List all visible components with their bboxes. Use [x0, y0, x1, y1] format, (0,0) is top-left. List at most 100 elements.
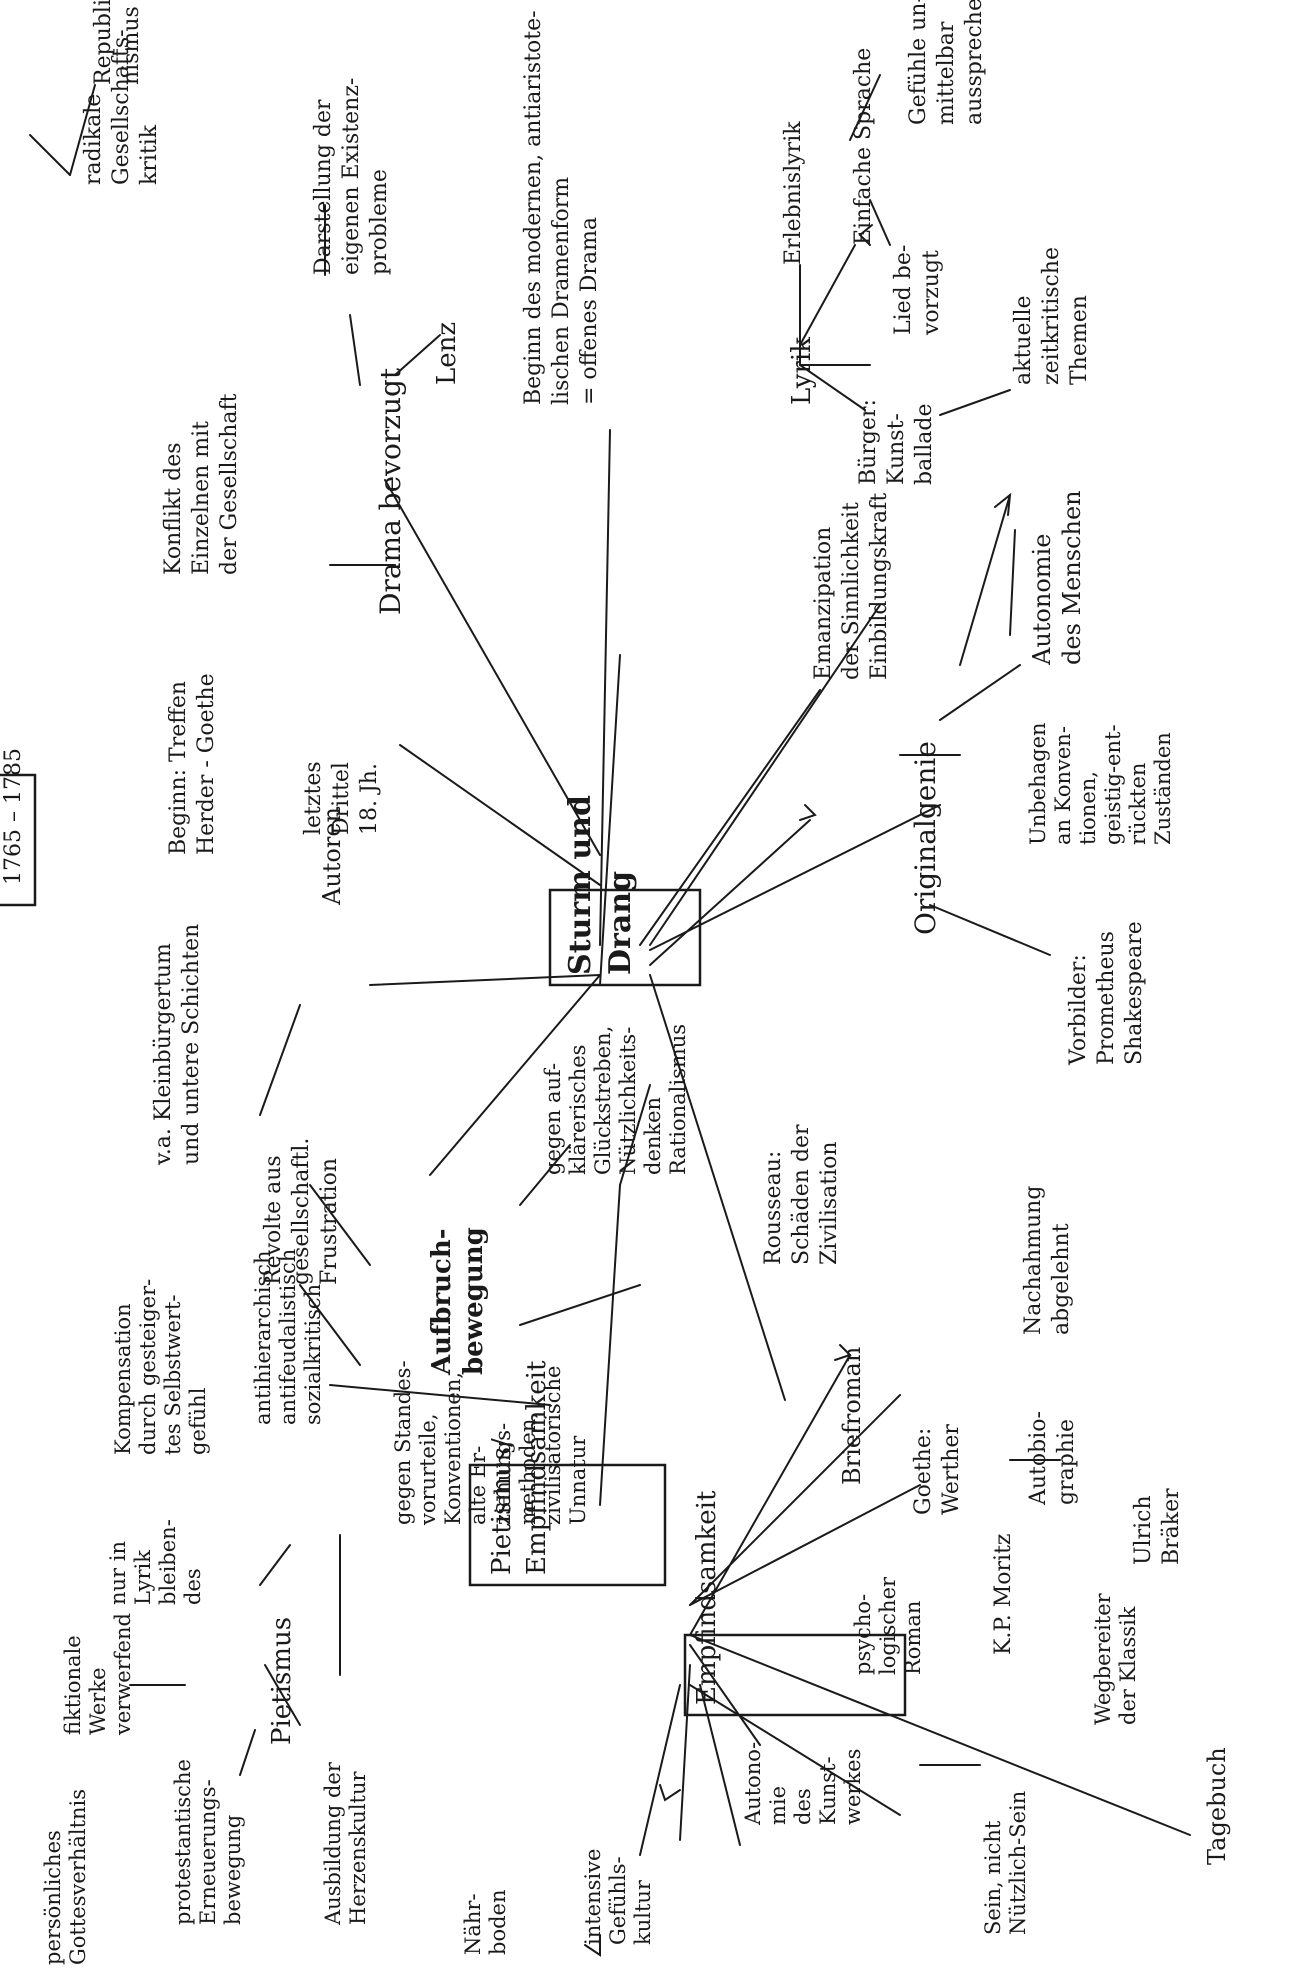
node-kp-moritz: K.P. Moritz: [991, 1533, 1016, 1655]
svg-text:vorzugt: vorzugt: [919, 250, 944, 336]
node-sein: Sein, nicht Nützlich-Sein: [981, 1791, 1030, 1935]
node-beginn-drama: Beginn des modernen, antiaristote- lisch…: [521, 10, 602, 405]
svg-text:Bürger:: Bürger:: [856, 399, 881, 485]
svg-text:probleme: probleme: [367, 169, 392, 275]
node-pietismus: Pietismus: [267, 1617, 297, 1745]
node-autoren: Autoren: [318, 807, 346, 906]
svg-text:zivilisatorische: zivilisatorische: [541, 1366, 565, 1525]
node-aufbruch: Aufbruch- bewegung: [427, 1227, 489, 1376]
svg-text:Einzelnen mit: Einzelnen mit: [189, 421, 214, 575]
svg-text:denken: denken: [641, 1097, 665, 1175]
arrow-heads: [584, 224, 1012, 1957]
svg-text:nismus: nismus: [119, 6, 144, 85]
node-autonomie: Autonomie des Menschen: [1028, 490, 1086, 666]
svg-text:v.a. Kleinbürgertum: v.a. Kleinbürgertum: [151, 943, 176, 1166]
svg-text:Unnatur: Unnatur: [566, 1435, 590, 1525]
svg-text:Unbehagen: Unbehagen: [1026, 722, 1050, 845]
svg-text:Sein, nicht: Sein, nicht: [981, 1820, 1005, 1935]
svg-text:der Sinnlichkeit: der Sinnlichkeit: [839, 502, 864, 680]
svg-text:Autonomie: Autonomie: [1028, 534, 1056, 666]
node-persoenliches: persönliches Gottesverhältnis: [41, 1789, 90, 1965]
node-ausbildung: Ausbildung der Herzenskultur: [321, 1761, 370, 1926]
svg-text:Kompensation: Kompensation: [111, 1303, 135, 1455]
node-gegen-aufklaerung: gegen auf- klärerisches Glückstreben, Nü…: [541, 1024, 690, 1175]
svg-text:Wegbereiter: Wegbereiter: [1091, 1592, 1115, 1725]
svg-text:Beginn des modernen, antiarist: Beginn des modernen, antiaristote-: [521, 10, 546, 405]
svg-text:Roman: Roman: [901, 1601, 925, 1675]
svg-text:geistig-ent-: geistig-ent-: [1101, 724, 1125, 845]
svg-text:letztes: letztes: [301, 761, 326, 835]
svg-text:Einbildungskraft: Einbildungskraft: [867, 493, 892, 680]
svg-text:Autono-: Autono-: [741, 1742, 765, 1826]
svg-text:antifeudalistisch: antifeudalistisch: [276, 1249, 300, 1425]
svg-text:Emanzipation: Emanzipation: [811, 527, 836, 680]
svg-text:an Konven-: an Konven-: [1051, 726, 1075, 845]
svg-text:Aufbruch-: Aufbruch-: [427, 1228, 457, 1376]
svg-text:eigenen Existenz-: eigenen Existenz-: [339, 78, 364, 275]
svg-text:aktuelle: aktuelle: [1011, 295, 1036, 385]
svg-text:Konventionen,: Konventionen,: [441, 1372, 465, 1525]
node-vorbilder: Vorbilder: Prometheus Shakespeare: [1066, 921, 1147, 1066]
node-drama: Drama bevorzugt: [374, 367, 407, 615]
svg-text:Zuständen: Zuständen: [1151, 732, 1175, 845]
header-fragment-box: [0, 773, 37, 907]
svg-text:Kunst-: Kunst-: [884, 413, 909, 485]
svg-text:aussprechen: aussprechen: [962, 0, 987, 125]
node-aktuelle: aktuelle zeitkritische Themen: [1011, 247, 1092, 385]
svg-text:radikale: radikale: [81, 94, 106, 185]
svg-text:Gottesverhältnis: Gottesverhältnis: [66, 1789, 90, 1965]
svg-text:Bräker: Bräker: [1159, 1488, 1184, 1565]
svg-text:Konflikt des: Konflikt des: [161, 442, 186, 575]
svg-text:Werke: Werke: [86, 1668, 110, 1736]
svg-text:18. Jh.: 18. Jh.: [357, 763, 382, 835]
svg-text:vorurteile,: vorurteile,: [416, 1413, 440, 1526]
node-nachahmung: Nachahmung abgelehnt: [1021, 1186, 1074, 1335]
svg-text:methoden,: methoden,: [516, 1412, 540, 1525]
svg-text:sozialkritisch: sozialkritisch: [301, 1284, 325, 1425]
svg-text:Rationalismus: Rationalismus: [666, 1024, 690, 1175]
node-unbehagen: Unbehagen an Konven- tionen, geistig-ent…: [1026, 722, 1175, 845]
svg-text:der Klassik: der Klassik: [1116, 1606, 1140, 1725]
node-antihierarchisch: antihierarchisch antifeudalistisch sozia…: [251, 1249, 325, 1425]
svg-text:alte Er-: alte Er-: [466, 1446, 490, 1525]
svg-text:= offenes Drama: = offenes Drama: [577, 217, 602, 405]
node-konflikt: Konflikt des Einzelnen mit der Gesellsch…: [161, 393, 242, 575]
svg-text:abgelehnt: abgelehnt: [1049, 1223, 1074, 1335]
node-revolte: Revolte aus gesellschaftl. Frustration: [261, 1138, 342, 1285]
node-darstellung: Darstellung der eigenen Existenz- proble…: [311, 78, 392, 275]
svg-text:Nachahmung: Nachahmung: [1021, 1186, 1046, 1335]
svg-text:zeitkritische: zeitkritische: [1039, 247, 1064, 385]
svg-text:verwerfend: verwerfend: [111, 1613, 135, 1736]
svg-text:gesellschaftl.: gesellschaftl.: [289, 1138, 314, 1285]
node-lyrik: Lyrik: [787, 337, 817, 405]
svg-text:und untere Schichten: und untere Schichten: [179, 924, 204, 1165]
svg-text:Ausbildung der: Ausbildung der: [321, 1761, 345, 1926]
pietismus-box: [468, 1463, 667, 1587]
node-buerger: Bürger: Kunst- ballade: [856, 399, 937, 485]
node-gefuehle: Gefühle un- mittelbar aussprechen: [906, 0, 987, 125]
svg-text:lischen Dramenform: lischen Dramenform: [549, 177, 574, 405]
svg-text:antihierarchisch: antihierarchisch: [251, 1250, 275, 1425]
svg-text:mittelbar: mittelbar: [934, 21, 959, 125]
svg-text:des Menschen: des Menschen: [1058, 490, 1086, 665]
svg-text:werkes: werkes: [841, 1749, 865, 1825]
svg-text:bewegung: bewegung: [221, 1815, 245, 1925]
svg-text:Gefühle un-: Gefühle un-: [906, 0, 931, 125]
node-briefroman: Briefroman: [838, 1347, 866, 1485]
central-topic-line1: Sturm und: [563, 795, 598, 975]
svg-text:durch gesteiger-: durch gesteiger-: [136, 1279, 160, 1455]
svg-text:bleiben-: bleiben-: [156, 1519, 180, 1605]
header-fragment: 1765 – 1785: [1, 748, 26, 885]
node-lenz: Lenz: [432, 322, 462, 385]
svg-text:gegen auf-: gegen auf-: [541, 1063, 565, 1175]
svg-text:Darstellung der: Darstellung der: [311, 99, 336, 275]
node-naehrboden: Nähr- boden: [461, 1890, 510, 1955]
svg-text:kritik: kritik: [137, 124, 162, 185]
svg-text:Ulrich: Ulrich: [1131, 1495, 1156, 1565]
svg-text:Beginn: Treffen: Beginn: Treffen: [166, 681, 191, 855]
node-republik: Republika- nismus: [91, 0, 144, 85]
svg-text:Prometheus: Prometheus: [1094, 931, 1119, 1065]
node-emanzipation: Emanzipation der Sinnlichkeit Einbildung…: [811, 493, 892, 680]
node-nur-in-lyrik: nur in Lyrik bleiben- des: [106, 1519, 205, 1605]
svg-text:Republika-: Republika-: [91, 0, 116, 85]
